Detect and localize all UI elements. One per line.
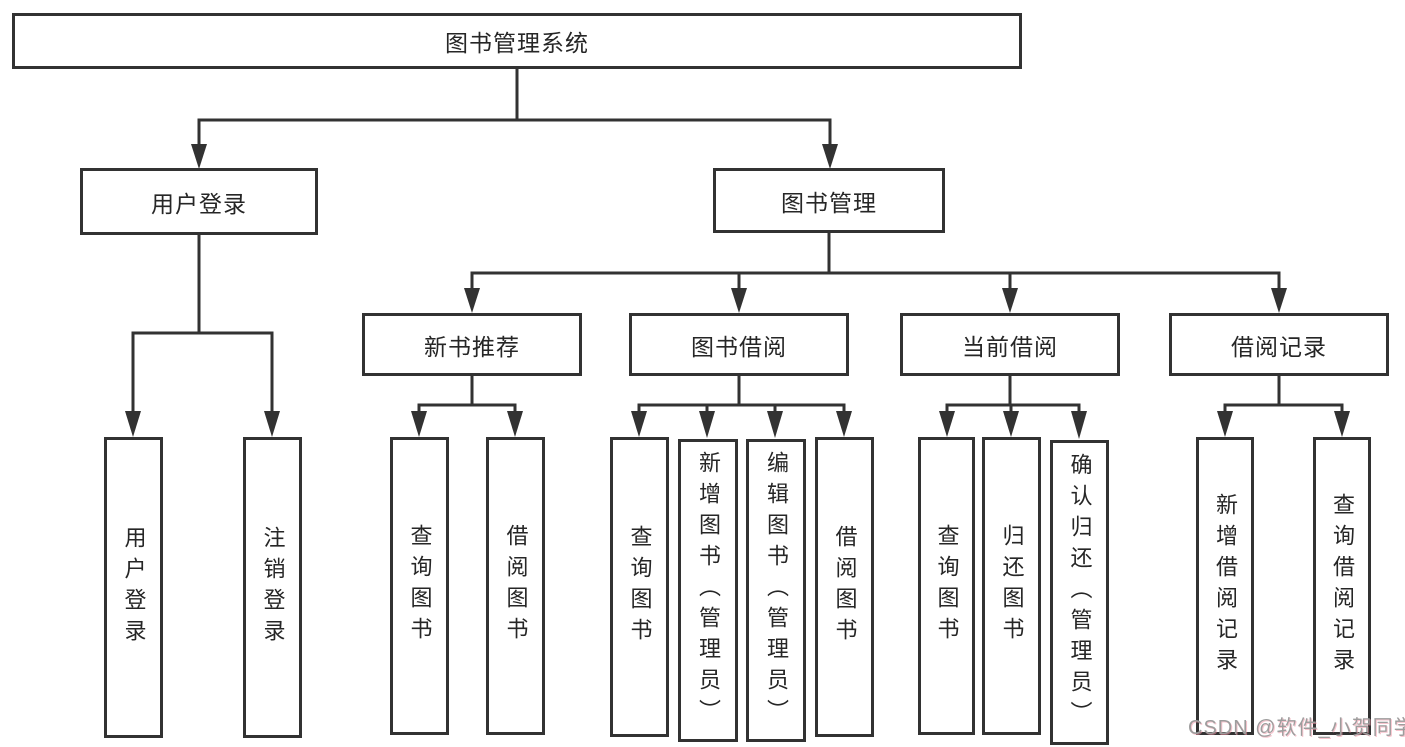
node-label: 查询借阅记录 bbox=[1330, 493, 1355, 679]
node-label: 用户登录 bbox=[121, 525, 147, 650]
node-book-management: 图书管理 bbox=[713, 168, 945, 233]
leaf-confirm-return-admin: 确认归还（管理员） bbox=[1050, 440, 1109, 745]
leaf-logout: 注销登录 bbox=[243, 437, 302, 738]
leaf-return-books: 归还图书 bbox=[982, 437, 1041, 735]
node-label: 查询图书 bbox=[407, 524, 433, 648]
node-label: 确认归还（管理员） bbox=[1067, 453, 1093, 732]
node-book-borrow: 图书借阅 bbox=[629, 313, 849, 376]
leaf-add-borrow-record: 新增借阅记录 bbox=[1196, 437, 1254, 735]
node-label: 用户登录 bbox=[151, 190, 247, 217]
node-label: 新增图书（管理员） bbox=[696, 451, 721, 730]
csdn-watermark: CSDN @软件_小贺同学 bbox=[1188, 717, 1405, 739]
node-new-book-recommend: 新书推荐 bbox=[362, 313, 582, 376]
leaf-query-borrow-record: 查询借阅记录 bbox=[1313, 437, 1371, 735]
leaf-query-books: 查询图书 bbox=[918, 437, 975, 735]
leaf-borrow-books: 借阅图书 bbox=[815, 437, 874, 737]
node-label: 编辑图书（管理员） bbox=[764, 451, 789, 730]
node-current-borrow: 当前借阅 bbox=[900, 313, 1120, 376]
node-label: 新增借阅记录 bbox=[1213, 493, 1238, 679]
node-library-management-system: 图书管理系统 bbox=[12, 13, 1022, 69]
node-label: 图书借阅 bbox=[691, 333, 787, 360]
leaf-borrow-books: 借阅图书 bbox=[486, 437, 545, 735]
node-label: 注销登录 bbox=[260, 525, 286, 650]
leaf-query-books: 查询图书 bbox=[390, 437, 449, 735]
node-label: 图书管理 bbox=[781, 189, 877, 216]
node-label: 图书管理系统 bbox=[445, 30, 589, 56]
node-label: 查询图书 bbox=[627, 525, 653, 649]
leaf-add-books-admin: 新增图书（管理员） bbox=[678, 439, 738, 742]
node-borrow-records: 借阅记录 bbox=[1169, 313, 1389, 376]
node-label: 借阅图书 bbox=[503, 524, 529, 648]
node-user-login: 用户登录 bbox=[80, 168, 318, 235]
node-label: 新书推荐 bbox=[424, 333, 520, 360]
node-label: 借阅图书 bbox=[832, 525, 858, 649]
leaf-query-books: 查询图书 bbox=[610, 437, 669, 737]
arrowheads bbox=[125, 144, 1350, 439]
node-label: 归还图书 bbox=[999, 524, 1025, 648]
node-label: 当前借阅 bbox=[962, 333, 1058, 360]
leaf-user-login: 用户登录 bbox=[104, 437, 163, 738]
node-label: 查询图书 bbox=[934, 524, 960, 648]
node-label: 借阅记录 bbox=[1231, 333, 1327, 360]
leaf-edit-books-admin: 编辑图书（管理员） bbox=[746, 439, 806, 742]
